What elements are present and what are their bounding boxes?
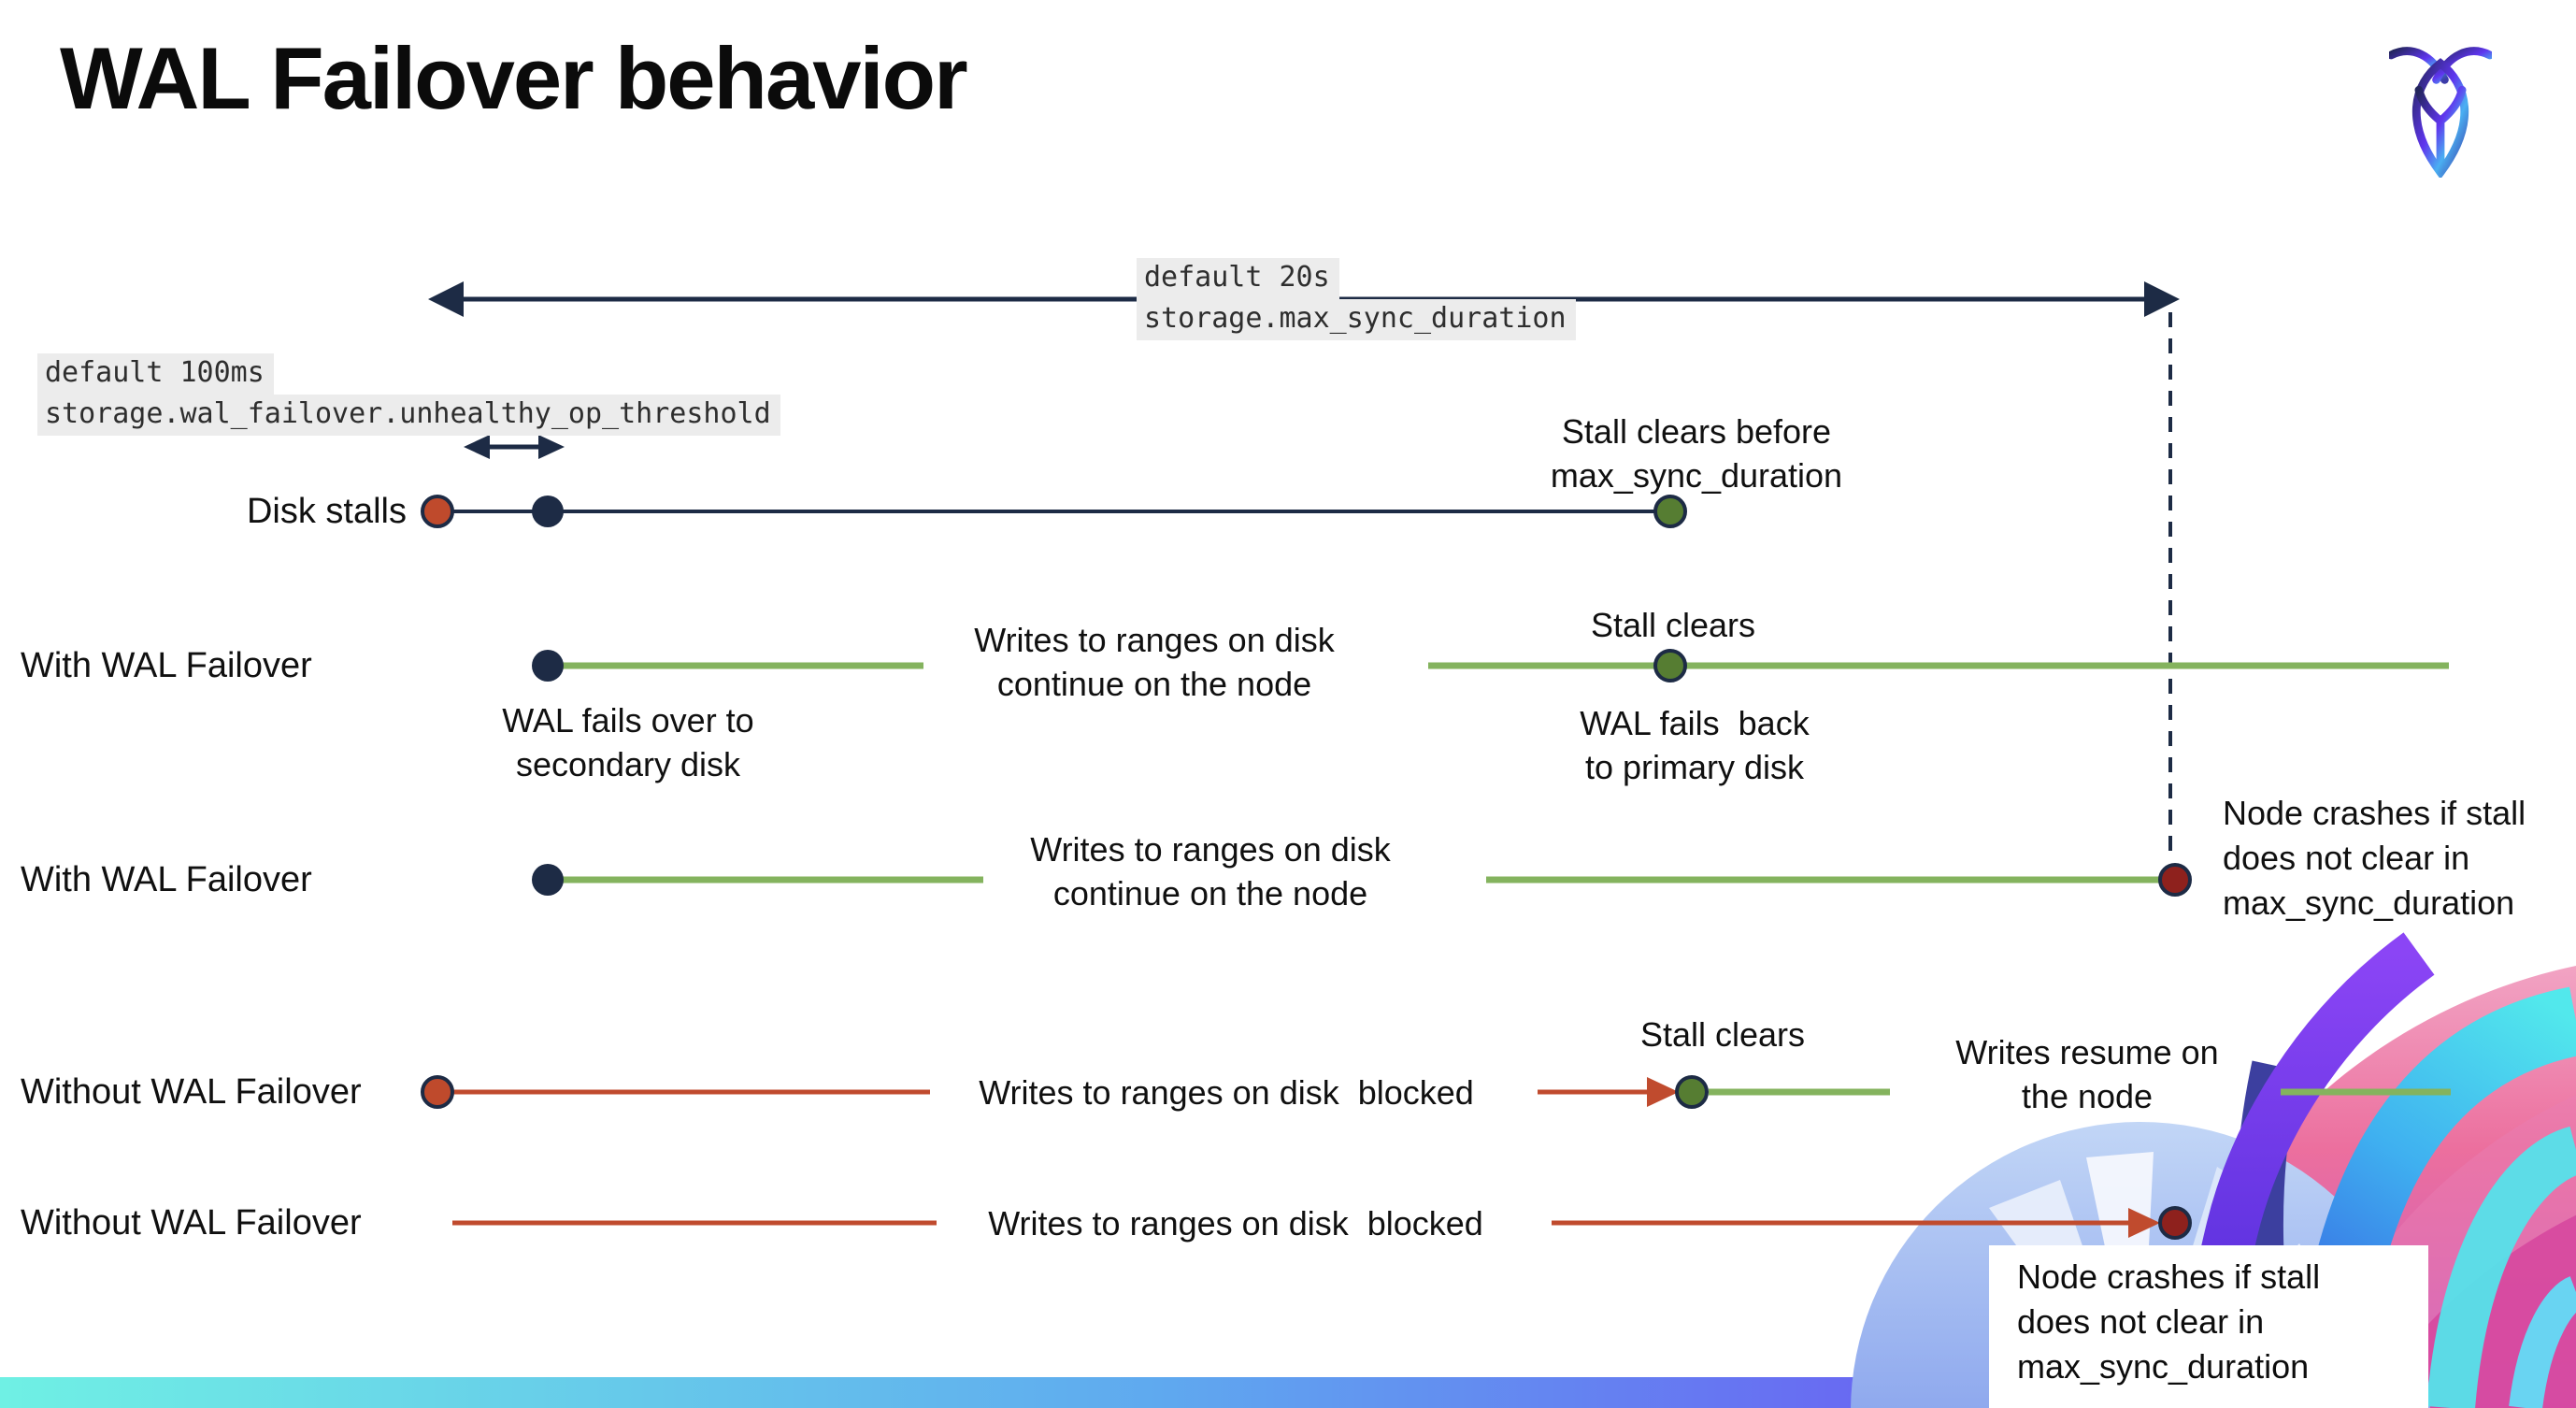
annotation-stall-clears-1: Stall clears: [1590, 606, 1756, 644]
timeline-with-wal-failover-1: [532, 649, 2449, 682]
threshold-dot: [532, 496, 564, 527]
callout-line: storage.wal_failover.unhealthy_op_thresh…: [37, 395, 780, 436]
stall-clears-dot: [1653, 649, 1687, 682]
failover-dot: [532, 864, 564, 896]
timeline-without-wal-failover-2: [452, 1206, 2192, 1240]
timeline-without-wal-failover-1: [421, 1075, 2451, 1109]
row-label-disk-stalls: Disk stalls: [246, 492, 407, 531]
annotation-node-crashes-2: Node crashes if stall does not clear in …: [2017, 1257, 2321, 1386]
node-crash-dot: [2158, 863, 2192, 897]
annotation-writes-blocked-1: Writes to ranges on disk blocked: [979, 1073, 1474, 1112]
stall-clears-dot: [1675, 1075, 1709, 1109]
unhealthy-op-threshold-arrow: [464, 435, 565, 459]
annotation-stall-clears-2: Stall clears: [1639, 1015, 1806, 1054]
node-crash-dot: [2158, 1206, 2192, 1240]
row-label-with-wal-failover-2: With WAL Failover: [21, 860, 312, 899]
annotation-wal-fails-back: WAL fails back to primary disk: [1580, 704, 1810, 786]
blocked-arrowhead: [1647, 1077, 1679, 1107]
annotation-writes-continue-2: Writes to ranges on disk continue on the…: [1030, 830, 1391, 912]
timeline-with-wal-failover-2: [532, 863, 2192, 897]
annotation-wal-fails-over: WAL fails over to secondary disk: [502, 701, 754, 783]
blocked-arrowhead: [2128, 1208, 2160, 1238]
annotation-node-crashes-2-box: Node crashes if stall does not clear in …: [1989, 1245, 2428, 1408]
cockroachdb-logo-icon: [2389, 47, 2492, 178]
callout-max-sync-duration: default 20s storage.max_sync_duration: [1137, 258, 1576, 340]
annotation-writes-resume: Writes resume on the node: [1955, 1033, 2219, 1115]
stall-start-dot: [421, 495, 454, 528]
annotation-stall-clears-before: Stall clears before max_sync_duration: [1550, 412, 1843, 495]
row-label-without-wal-failover-1: Without WAL Failover: [21, 1072, 362, 1112]
row-label-with-wal-failover-1: With WAL Failover: [21, 646, 312, 685]
annotation-node-crashes-1: Node crashes if stall does not clear in …: [2223, 794, 2526, 922]
callout-unhealthy-op-threshold: default 100ms storage.wal_failover.unhea…: [37, 353, 780, 436]
annotation-writes-continue-1: Writes to ranges on disk continue on the…: [974, 621, 1335, 703]
annotation-writes-blocked-2: Writes to ranges on disk blocked: [988, 1204, 1483, 1243]
callout-line: storage.max_sync_duration: [1137, 299, 1576, 340]
page-title: WAL Failover behavior: [60, 29, 968, 127]
row-label-without-wal-failover-2: Without WAL Failover: [21, 1203, 362, 1243]
callout-line: default 20s: [1137, 258, 1339, 299]
stall-clears-dot: [1653, 495, 1687, 528]
timeline-disk-stalls: [421, 495, 1687, 528]
failover-dot: [532, 650, 564, 682]
callout-line: default 100ms: [37, 353, 274, 395]
stall-start-dot: [421, 1075, 454, 1109]
